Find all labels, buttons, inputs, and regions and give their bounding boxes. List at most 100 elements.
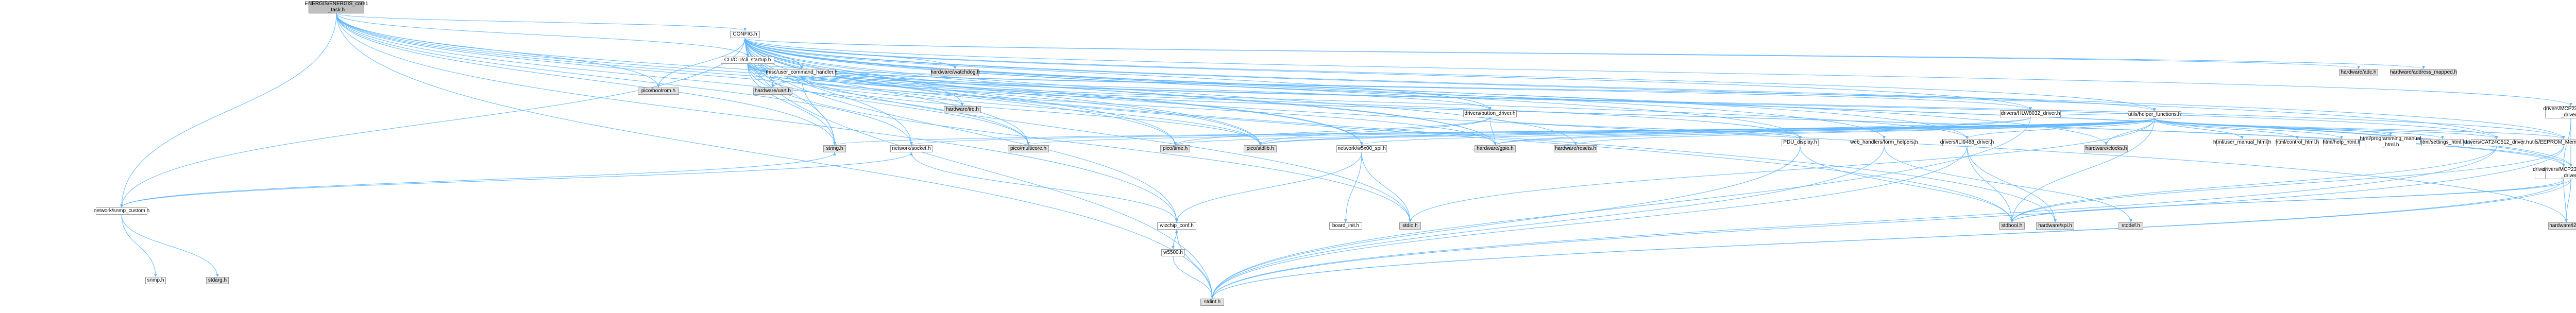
dependency-edge-100	[911, 152, 1178, 223]
node-utils-helper-functions[interactable]: utils/helper_functions.h	[2128, 111, 2181, 118]
dependency-edge-33	[744, 38, 1969, 140]
dependency-edge-94	[2154, 118, 2444, 140]
dependency-edge-106	[1173, 229, 1178, 250]
dependency-edge-72	[121, 152, 836, 208]
node-html-control[interactable]: html/control_html.h	[2275, 139, 2319, 146]
node-pico-time[interactable]: pico/time.h	[1160, 145, 1190, 152]
node-hardware-gpio[interactable]: hardware/gpio.h	[1475, 145, 1516, 152]
dependency-edge-4	[336, 13, 836, 146]
dependency-edge-1	[336, 13, 749, 57]
node-network-w5x00-spi[interactable]: network/w5x00_spi.h	[1336, 145, 1387, 152]
dependency-edge-63	[747, 63, 1030, 146]
node-drivers-mcp23017-relay[interactable]: drivers/MCP23017_relay _driver.h	[2543, 167, 2576, 179]
node-hardware-watchdog[interactable]: hardware/watchdog.h	[930, 69, 980, 76]
node-drivers-button-driver[interactable]: drivers/button_driver.h	[1463, 110, 1517, 117]
dependency-edge-111	[1967, 146, 2057, 223]
dependency-edge-2	[120, 13, 337, 208]
node-hardware-clocks[interactable]: hardware/clocks.h	[2084, 145, 2128, 152]
node-pdu-display[interactable]: PDU_display.h	[1782, 139, 1819, 146]
node-drivers-ili9488[interactable]: drivers/ILI9488_driver.h	[1940, 139, 1994, 146]
node-w5500[interactable]: w5500.h	[1161, 249, 1185, 256]
node-drivers-hlw8032[interactable]: drivers/HLW8032_driver.h	[2000, 110, 2061, 117]
node-root-energis-core1-task[interactable]: ENERGIS/ENERGIS_core1 _task.h	[304, 1, 368, 13]
node-hardware-irq[interactable]: hardware/irq.h	[944, 106, 981, 113]
dependency-edge-11	[336, 13, 660, 88]
dependency-edge-125	[1211, 179, 2571, 299]
dependency-edge-61	[747, 63, 2565, 140]
node-html-programming-manual[interactable]: html/programming_manual _html.h	[2360, 136, 2421, 148]
node-stddef[interactable]: stddef.h	[2119, 222, 2143, 230]
dependency-edge-74	[1174, 117, 1490, 146]
node-hardware-address-mapped[interactable]: hardware/address_mapped.h	[2389, 69, 2458, 76]
dependency-edge-78	[1211, 117, 2031, 299]
dependency-edge-124	[2565, 179, 2571, 223]
dependency-edge-114	[1211, 146, 2497, 299]
dependency-edge-108	[1211, 146, 1801, 299]
dependency-edge-88	[1574, 118, 2155, 146]
dependency-edge-98	[1409, 118, 2155, 223]
dependency-edge-90	[2154, 118, 2244, 140]
dependency-edge-41	[120, 38, 745, 208]
node-board-init[interactable]: board_init.h	[1329, 222, 1362, 230]
dependency-edge-54	[747, 63, 1262, 146]
dependency-edge-7	[336, 13, 1177, 146]
dependency-edge-66	[801, 76, 836, 146]
dependency-edge-53	[747, 63, 836, 146]
node-cli-startup[interactable]: CLI/CLI/cli_startup.h	[721, 57, 774, 64]
node-pico-multicore[interactable]: pico/multicore.h	[1008, 145, 1049, 152]
node-hardware-spi[interactable]: hardware/spi.h	[2036, 222, 2074, 230]
dependency-edge-32	[744, 38, 1886, 140]
dependency-edge-83	[1027, 118, 2155, 146]
dependency-edge-116	[1211, 146, 1885, 299]
dependency-edge-75	[1259, 117, 1490, 146]
node-stdarg[interactable]: stdarg.h	[206, 277, 229, 284]
dependency-edge-82	[910, 118, 2155, 146]
dependency-edge-0	[336, 13, 747, 31]
dependency-edge-52	[747, 63, 2156, 112]
dependency-edge-29	[744, 38, 1577, 146]
node-string[interactable]: string.h	[823, 145, 846, 152]
node-stdbool[interactable]: stdbool.h	[1999, 222, 2025, 230]
dependency-edge-27	[744, 38, 1363, 146]
dependency-edge-110	[1967, 146, 2013, 223]
node-html-help[interactable]: html/help_html.h	[2323, 139, 2361, 146]
node-hardware-resets[interactable]: hardware/resets.h	[1554, 145, 1597, 152]
node-network-snmp-custom[interactable]: network/snmp_custom.h	[93, 207, 150, 215]
node-hardware-i2c[interactable]: hardware/i2c.h	[2548, 222, 2576, 230]
node-misc-user-command-handler[interactable]: misc/user_command_handler.h	[766, 69, 838, 76]
dependency-edge-105	[1176, 229, 1214, 299]
node-network-socket[interactable]: network/socket.h	[890, 145, 933, 152]
node-drivers-mcp23017-dual[interactable]: drivers/MCP23017_dual _driver.h	[2543, 106, 2576, 118]
dependency-edge-107	[1173, 256, 1214, 299]
node-stdint[interactable]: stdint.h	[1200, 299, 1224, 306]
node-html-settings[interactable]: html/settings_html.h	[2419, 139, 2466, 146]
node-stdio[interactable]: stdio.h	[1399, 222, 1421, 230]
dependency-edge-112	[1211, 146, 1968, 299]
node-utils-eeprom-memorymap[interactable]: utils/EEPROM_MemoryMap.h	[2529, 139, 2576, 146]
node-hardware-adc[interactable]: hardware/adc.h	[2339, 69, 2378, 76]
dependency-edge-40	[744, 38, 2425, 69]
node-pico-stdlib[interactable]: pico/stdlib.h	[1244, 145, 1277, 152]
node-pico-bootrom[interactable]: pico/bootrom.h	[638, 88, 679, 95]
dependency-edge-87	[1494, 118, 2155, 146]
node-html-user-manual[interactable]: html/user_manual_html.h	[2213, 139, 2272, 146]
dependency-edge-56	[747, 63, 1802, 140]
dependency-edge-8	[336, 13, 1178, 223]
dependency-edge-109	[1800, 146, 2013, 223]
dependency-edge-96	[1965, 118, 2155, 140]
dependency-edge-85	[1259, 118, 2155, 146]
node-hardware-uart[interactable]: hardware/uart.h	[753, 88, 792, 95]
node-drivers-cat24c512[interactable]: drivers/CAT24C512_driver.h	[2464, 139, 2529, 146]
dependency-edge-69	[121, 214, 157, 277]
dependency-edge-67	[801, 76, 1262, 146]
node-snmp[interactable]: snmp.h	[145, 277, 166, 284]
node-web-handlers-form-helpers[interactable]: web_handlers/form_helpers.h	[1850, 139, 1918, 146]
node-wizchip-conf[interactable]: wizchip_conf.h	[1157, 222, 1196, 230]
dependency-edge-86	[1360, 118, 2155, 146]
dependency-edge-49	[747, 63, 803, 69]
dependency-edge-70	[121, 214, 219, 277]
dependency-edge-48	[743, 38, 748, 57]
dependency-edge-77	[1494, 117, 2031, 146]
node-config[interactable]: CONFIG.h	[730, 31, 760, 38]
dependency-edge-58	[747, 63, 1969, 140]
